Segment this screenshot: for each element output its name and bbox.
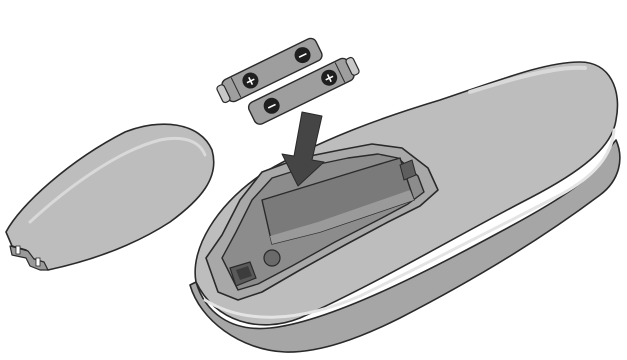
battery-cover-tab-left (16, 246, 20, 254)
release-button-hole (264, 250, 280, 266)
battery-cover (6, 124, 214, 270)
battery-cover-body (6, 124, 214, 270)
battery-cover-tab-right (36, 258, 40, 266)
